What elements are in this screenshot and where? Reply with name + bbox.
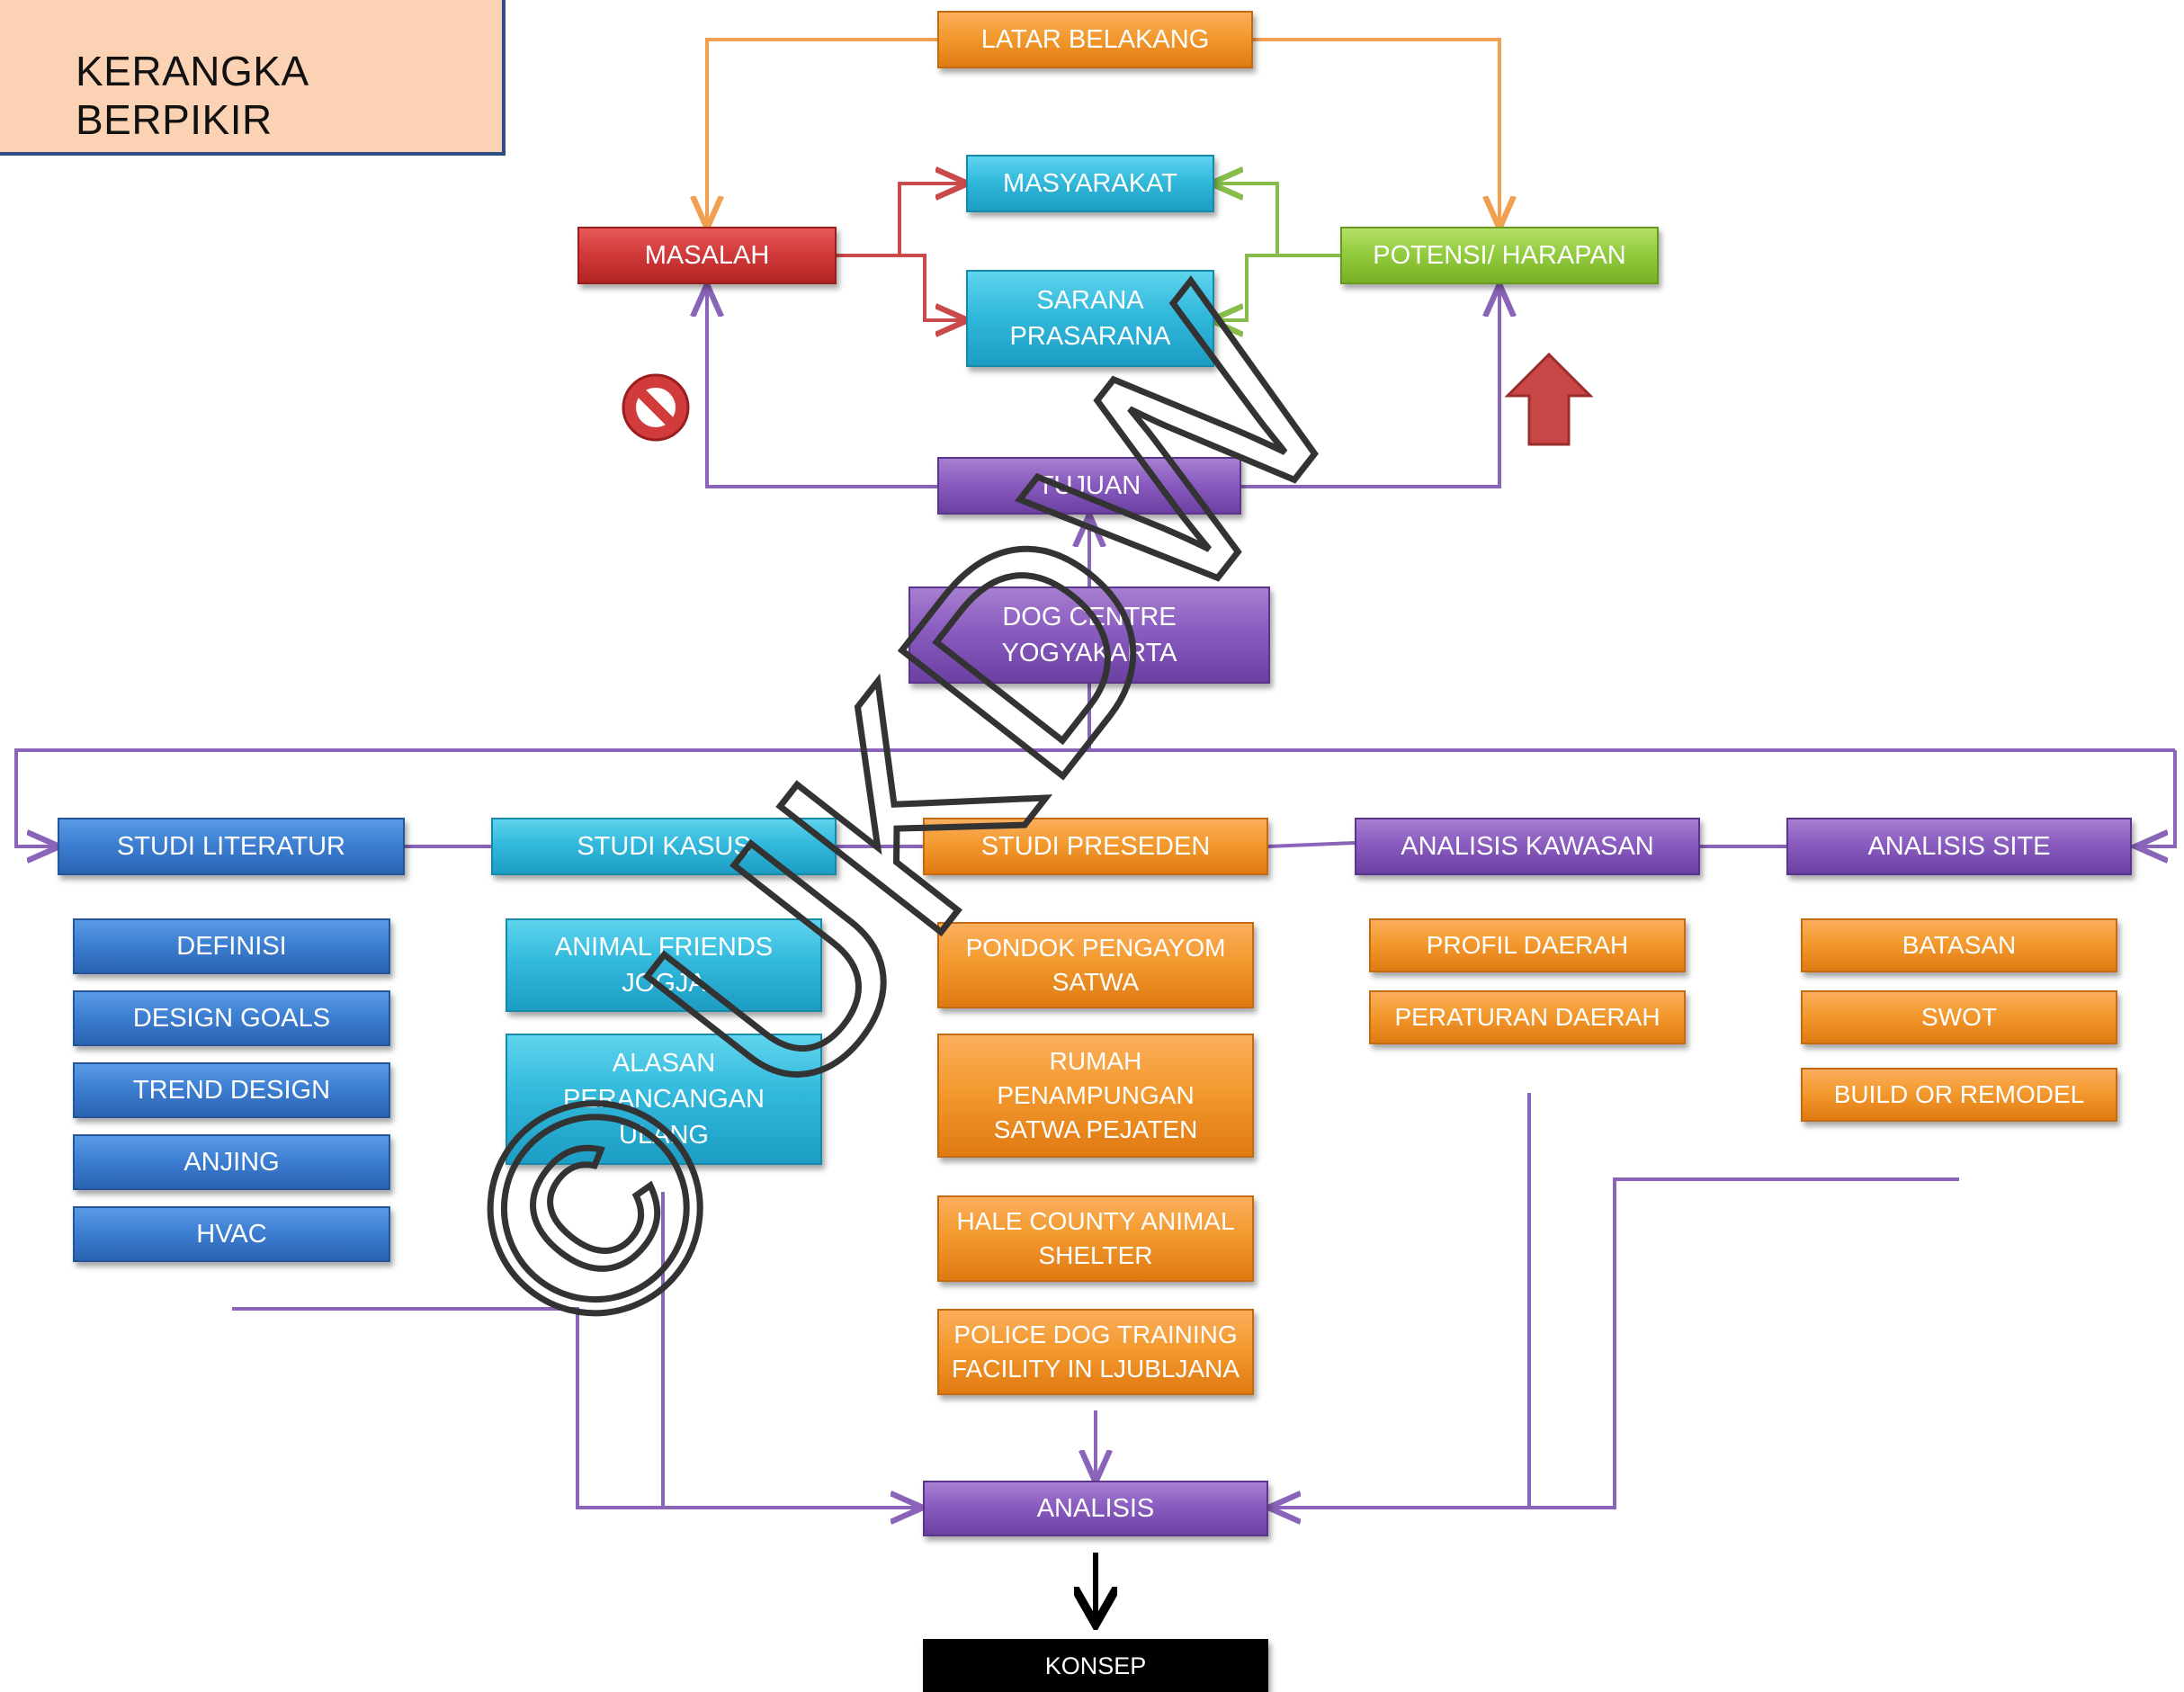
node-rumah-penampungan: RUMAH PENAMPUNGAN SATWA PEJATEN (937, 1034, 1254, 1158)
connector-potensi-masyarakat (1214, 184, 1340, 257)
node-peraturan-daerah: PERATURAN DAERAH (1369, 990, 1686, 1044)
prohibited-icon (622, 373, 690, 442)
connector-tujuan-masalah (707, 288, 937, 488)
node-build-or-remodel: BUILD OR REMODEL (1801, 1068, 2117, 1122)
connector-branch-literatur (14, 748, 2175, 846)
node-alasan-perancangan-ulang: ALASAN PERANCANGAN ULANG (506, 1034, 822, 1165)
node-latar-belakang: LATAR BELAKANG (937, 11, 1253, 68)
node-analisis-kawasan: ANALISIS KAWASAN (1355, 818, 1700, 875)
node-studi-kasus: STUDI KASUS (491, 818, 837, 875)
node-dog-centre: DOG CENTRE YOGYAKARTA (909, 586, 1270, 684)
node-studi-preseden: STUDI PRESEDEN (923, 818, 1268, 875)
node-animal-friends-jogja: ANIMAL FRIENDS JOGJA (506, 918, 822, 1012)
node-masalah: MASALAH (577, 227, 837, 284)
node-sarana-prasarana: SARANA PRASARANA (966, 270, 1214, 367)
node-swot: SWOT (1801, 990, 2117, 1044)
node-pondok-pengayom-satwa: PONDOK PENGAYOM SATWA (937, 922, 1254, 1008)
node-batasan: BATASAN (1801, 918, 2117, 972)
node-anjing: ANJING (73, 1134, 390, 1190)
title-box: KERANGKA BERPIKIR (0, 0, 506, 156)
node-design-goals: DESIGN GOALS (73, 990, 390, 1046)
node-analisis-site: ANALISIS SITE (1786, 818, 2132, 875)
page-title: KERANGKA BERPIKIR (76, 48, 308, 143)
connector-literatur-analisis (232, 1307, 919, 1508)
connector-masalah-sarana (900, 254, 964, 320)
connector-tujuan-potensi (1241, 288, 1499, 488)
connector-branch-site (2139, 750, 2177, 846)
node-hvac: HVAC (73, 1206, 390, 1262)
node-potensi-harapan: POTENSI/ HARAPAN (1340, 227, 1659, 284)
connector-latar-potensi (1253, 38, 1499, 225)
node-profil-daerah: PROFIL DAERAH (1369, 918, 1686, 972)
node-police-dog: POLICE DOG TRAINING FACILITY IN LJUBLJAN… (937, 1309, 1254, 1395)
node-masyarakat: MASYARAKAT (966, 155, 1214, 212)
node-studi-literatur: STUDI LITERATUR (58, 818, 405, 875)
connector-potensi-sarana (1214, 254, 1277, 320)
node-trend-design: TREND DESIGN (73, 1062, 390, 1118)
connector-latar-masalah (707, 38, 937, 225)
node-tujuan: TUJUAN (937, 457, 1241, 515)
connector-study-row (405, 841, 1786, 848)
node-definisi: DEFINISI (73, 918, 390, 974)
connector-site-analisis (1272, 1177, 1959, 1508)
up-arrow-icon (1504, 352, 1594, 446)
node-hale-county: HALE COUNTY ANIMAL SHELTER (937, 1195, 1254, 1282)
connector-masalah-masyarakat (837, 184, 964, 257)
node-analisis: ANALISIS (923, 1481, 1268, 1536)
node-konsep: KONSEP (923, 1639, 1268, 1692)
